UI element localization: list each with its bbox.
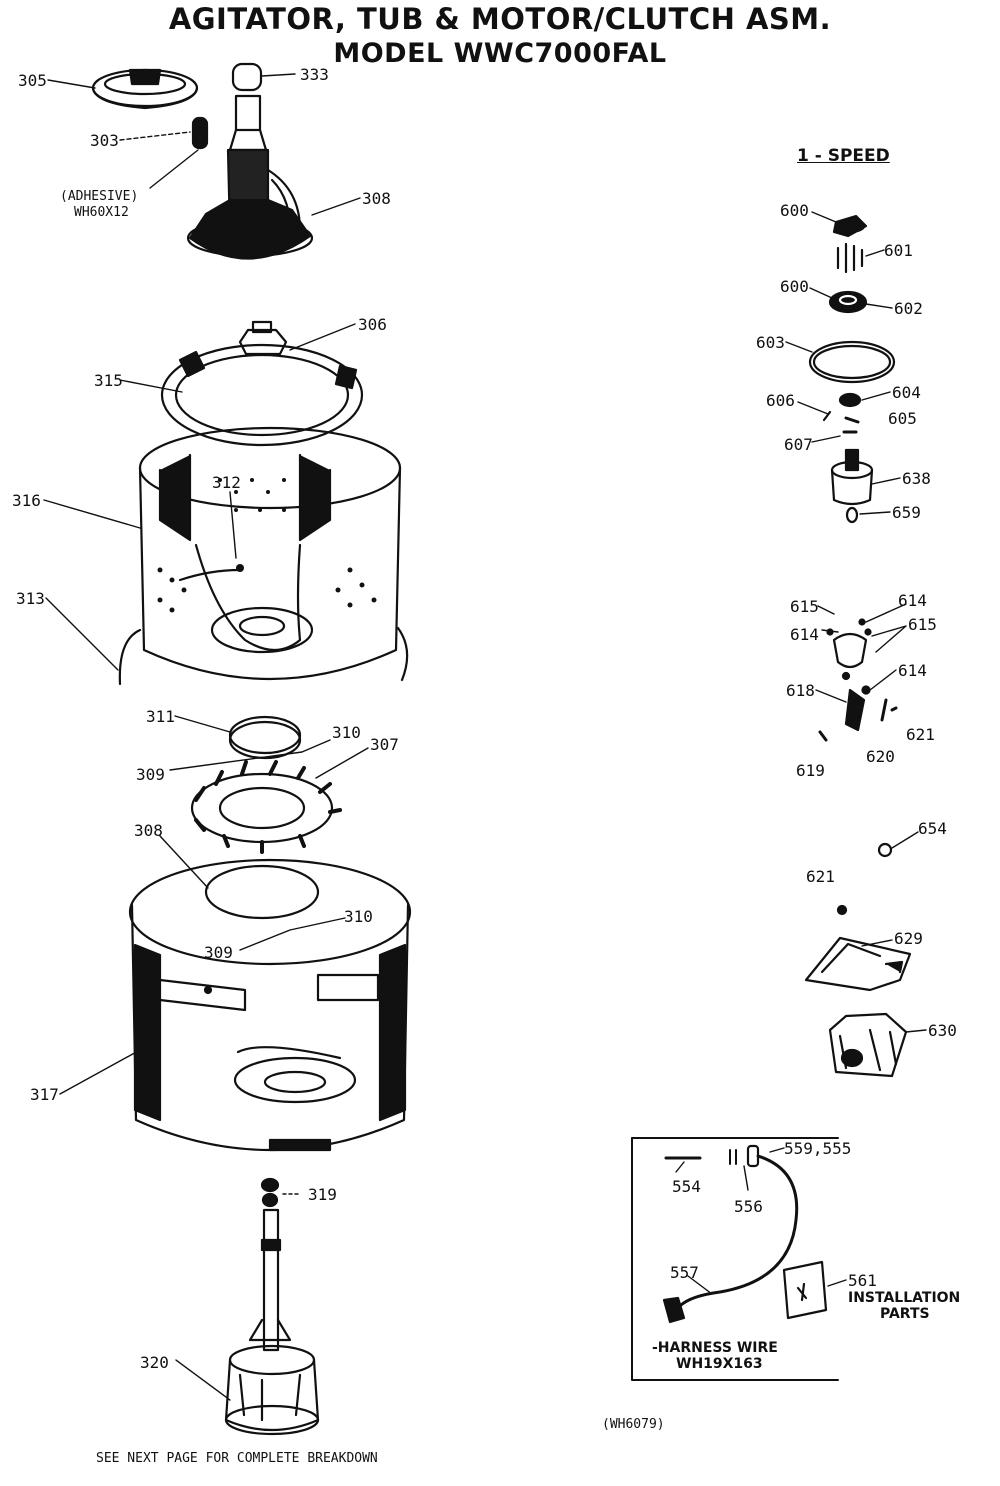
label-312: 312	[212, 473, 241, 492]
label-319: 319	[308, 1185, 337, 1204]
label-654: 654	[918, 819, 947, 838]
label-305: 305	[18, 71, 47, 90]
belt-603	[808, 340, 896, 384]
label-installation: INSTALLATION	[848, 1290, 960, 1306]
label-559-555: 559,555	[784, 1139, 851, 1158]
tub-nut-307	[190, 760, 342, 854]
agitator-cap-333	[231, 62, 263, 92]
label-333: 333	[300, 65, 329, 84]
label-harness-wire: -HARNESS WIRE	[652, 1340, 778, 1356]
bracket-629	[804, 936, 912, 992]
label-604: 604	[892, 383, 921, 402]
agitator-insert-303	[191, 116, 209, 150]
label-556: 556	[734, 1197, 763, 1216]
label-621-b: 621	[806, 867, 835, 886]
motor-clutch-320	[224, 1208, 320, 1436]
spring-601	[836, 242, 864, 274]
label-316: 316	[12, 491, 41, 510]
label-638: 638	[902, 469, 931, 488]
footer-note: SEE NEXT PAGE FOR COMPLETE BREAKDOWN	[96, 1451, 378, 1466]
label-303: 303	[90, 131, 119, 150]
label-561: 561	[848, 1271, 877, 1290]
diagram-title: AGITATOR, TUB & MOTOR/CLUTCH ASM.	[168, 2, 832, 36]
label-606: 606	[766, 391, 795, 410]
clutch-638	[830, 448, 874, 524]
outer-tub-317	[128, 858, 412, 1152]
label-605: 605	[888, 409, 917, 428]
leader-lines-right	[785, 211, 927, 1033]
label-601: 601	[884, 241, 913, 260]
label-308: 308	[134, 821, 163, 840]
label-317: 317	[30, 1085, 59, 1104]
label-615-a: 615	[790, 597, 819, 616]
label-615-b: 615	[908, 615, 937, 634]
label-310-top: 310	[332, 723, 361, 742]
label-309-top: 309	[136, 765, 165, 784]
brake-parts-614-621	[818, 618, 898, 916]
label-parts: PARTS	[880, 1306, 930, 1322]
label-618: 618	[786, 681, 815, 700]
label-307: 307	[370, 735, 399, 754]
reference-code: (WH6079)	[602, 1417, 665, 1432]
leader-lines-left	[43, 73, 369, 1401]
label-315: 315	[94, 371, 123, 390]
label-310-mid: 310	[344, 907, 373, 926]
label-554: 554	[672, 1177, 701, 1196]
label-629: 629	[894, 929, 923, 948]
pulley-hub-602	[828, 290, 868, 314]
label-614-a: 614	[898, 591, 927, 610]
label-614-c: 614	[898, 661, 927, 680]
label-306: 306	[358, 315, 387, 334]
label-620: 620	[866, 747, 895, 766]
label-600-b: 600	[780, 277, 809, 296]
speed-heading: 1 - SPEED	[797, 146, 890, 166]
label-313: 313	[16, 589, 45, 608]
label-harness-part: WH19X163	[676, 1356, 763, 1372]
label-619: 619	[796, 761, 825, 780]
label-600-a: 600	[780, 201, 809, 220]
seal-ring-311	[228, 715, 302, 760]
label-602: 602	[894, 299, 923, 318]
label-311: 311	[146, 707, 175, 726]
label-320: 320	[140, 1353, 169, 1372]
wash-basket-316	[138, 426, 402, 680]
balance-ring-313	[118, 626, 409, 686]
switch-630	[828, 1012, 908, 1078]
label-300: 308	[362, 189, 391, 208]
installation-parts-box	[631, 1137, 847, 1381]
label-630: 630	[928, 1021, 957, 1040]
label-adhesive: (ADHESIVE)	[60, 189, 138, 204]
agitator-cap-305	[91, 68, 199, 110]
label-309-mid: 309	[204, 943, 233, 962]
label-659: 659	[892, 503, 921, 522]
agitator-300	[186, 94, 314, 260]
model-title: MODEL WWC7000FAL	[333, 38, 667, 69]
label-621-a: 621	[906, 725, 935, 744]
label-603: 603	[756, 333, 785, 352]
label-adhesive-part: WH60X12	[74, 205, 129, 220]
label-614-b: 614	[790, 625, 819, 644]
pulley-hub-600	[832, 214, 868, 238]
pulley-604	[822, 392, 862, 434]
tub-ring-306-315	[160, 320, 364, 447]
shaft-seal-319	[260, 1177, 280, 1208]
label-607: 607	[784, 435, 813, 454]
label-557: 557	[670, 1263, 699, 1282]
